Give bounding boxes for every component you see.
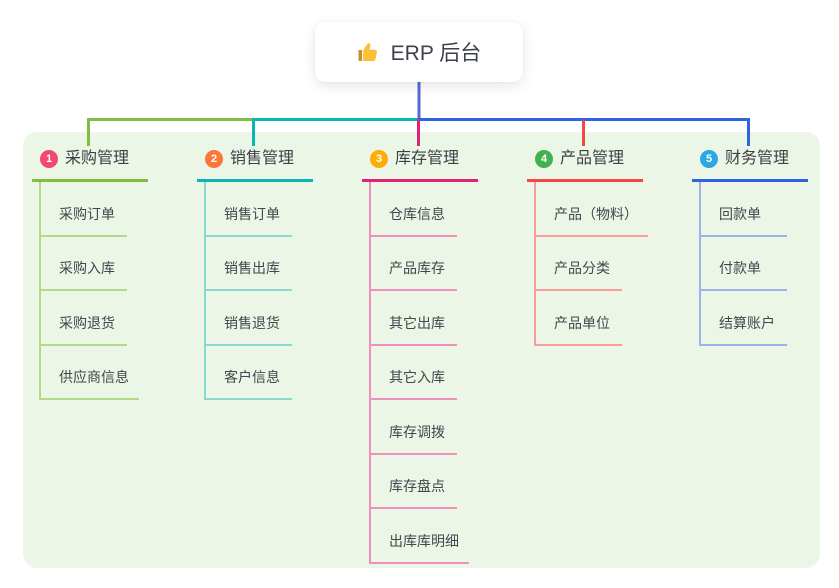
- branch-item[interactable]: 出库库明细: [371, 509, 469, 564]
- branch-number-badge: 4: [535, 150, 553, 168]
- branch-item-label: 销售退货: [224, 314, 280, 331]
- branches-panel: [23, 132, 820, 568]
- branch-2: 2 销售管理 销售订单销售出库销售退货客户信息: [197, 148, 313, 400]
- branch-items: 采购订单采购入库采购退货供应商信息: [39, 182, 139, 400]
- branch-item[interactable]: 采购退货: [41, 291, 127, 346]
- branch-label: 库存管理: [395, 150, 460, 167]
- branch-header[interactable]: 3 库存管理: [362, 148, 478, 182]
- branch-4: 4 产品管理 产品（物料） 产品分类产品单位: [527, 148, 648, 346]
- branch-item[interactable]: 回款单: [701, 182, 787, 237]
- branch-item[interactable]: 销售订单: [206, 182, 292, 237]
- branch-item[interactable]: 供应商信息: [41, 346, 139, 400]
- branch-item-label: 库存调拨: [389, 423, 445, 440]
- branch-item[interactable]: 采购入库: [41, 237, 127, 291]
- branch-item-label: 产品单位: [554, 314, 610, 331]
- branch-item-label: 客户信息: [224, 369, 280, 385]
- branch-5: 5 财务管理 回款单付款单结算账户: [692, 148, 808, 346]
- branch-item-label: 回款单: [719, 205, 761, 222]
- branch-item-label: 供应商信息: [59, 369, 129, 385]
- branch-item[interactable]: 产品库存: [371, 237, 457, 291]
- branch-item-label: 付款单: [719, 260, 761, 276]
- branch-item[interactable]: 产品分类: [536, 237, 622, 291]
- branch-label: 销售管理: [230, 150, 295, 167]
- branch-item[interactable]: 其它入库: [371, 346, 457, 400]
- branch-item-label: 产品（物料）: [554, 205, 638, 222]
- branch-item[interactable]: 其它出库: [371, 291, 457, 346]
- branch-item[interactable]: 库存调拨: [371, 400, 457, 455]
- branch-item[interactable]: 结算账户: [701, 291, 787, 346]
- branch-1: 1 采购管理 采购订单采购入库采购退货供应商信息: [32, 148, 148, 400]
- thumbs-up-icon: [357, 40, 381, 64]
- branch-item[interactable]: 销售出库: [206, 237, 292, 291]
- branch-header[interactable]: 2 销售管理: [197, 148, 313, 182]
- branch-items: 产品（物料） 产品分类产品单位: [534, 182, 648, 346]
- branch-item-label: 采购入库: [59, 260, 115, 276]
- branch-item-label: 仓库信息: [389, 205, 445, 222]
- branch-item-label: 库存盘点: [389, 478, 445, 494]
- branch-item[interactable]: 采购订单: [41, 182, 127, 237]
- branch-item-label: 结算账户: [719, 314, 775, 331]
- branch-header[interactable]: 1 采购管理: [32, 148, 148, 182]
- branch-label: 产品管理: [560, 150, 625, 167]
- branch-label: 财务管理: [725, 150, 790, 167]
- branch-item[interactable]: 库存盘点: [371, 455, 457, 509]
- branch-number-badge: 2: [205, 150, 223, 168]
- branch-item[interactable]: 客户信息: [206, 346, 292, 400]
- branch-item-label: 产品库存: [389, 260, 445, 276]
- root-label: ERP 后台: [390, 42, 482, 65]
- branch-header[interactable]: 5 财务管理: [692, 148, 808, 182]
- branch-item-label: 产品分类: [554, 260, 610, 276]
- branch-item[interactable]: 产品单位: [536, 291, 622, 346]
- branch-items: 仓库信息产品库存其它出库其它入库库存调拨库存盘点出库库明细: [369, 182, 469, 564]
- branch-item-label: 销售出库: [224, 260, 280, 276]
- branch-item[interactable]: 付款单: [701, 237, 787, 291]
- branch-items: 销售订单销售出库销售退货客户信息: [204, 182, 292, 400]
- branch-label: 采购管理: [65, 150, 130, 167]
- branch-number-badge: 3: [370, 150, 388, 168]
- branch-header[interactable]: 4 产品管理: [527, 148, 643, 182]
- branch-number-badge: 5: [700, 150, 718, 168]
- branch-item[interactable]: 销售退货: [206, 291, 292, 346]
- branch-item[interactable]: 产品（物料）: [536, 182, 648, 237]
- branch-number-badge: 1: [40, 150, 58, 168]
- branch-item-label: 销售订单: [224, 205, 280, 222]
- branch-item-label: 出库库明细: [389, 532, 459, 549]
- branch-item-label: 其它出库: [389, 314, 445, 331]
- branch-item[interactable]: 仓库信息: [371, 182, 457, 237]
- branch-item-label: 采购退货: [59, 314, 115, 331]
- branch-item-label: 采购订单: [59, 205, 115, 222]
- root-node[interactable]: ERP 后台: [315, 22, 523, 82]
- branch-items: 回款单付款单结算账户: [699, 182, 787, 346]
- branch-3: 3 库存管理 仓库信息产品库存其它出库其它入库库存调拨库存盘点出库库明细: [362, 148, 478, 564]
- branch-item-label: 其它入库: [389, 369, 445, 385]
